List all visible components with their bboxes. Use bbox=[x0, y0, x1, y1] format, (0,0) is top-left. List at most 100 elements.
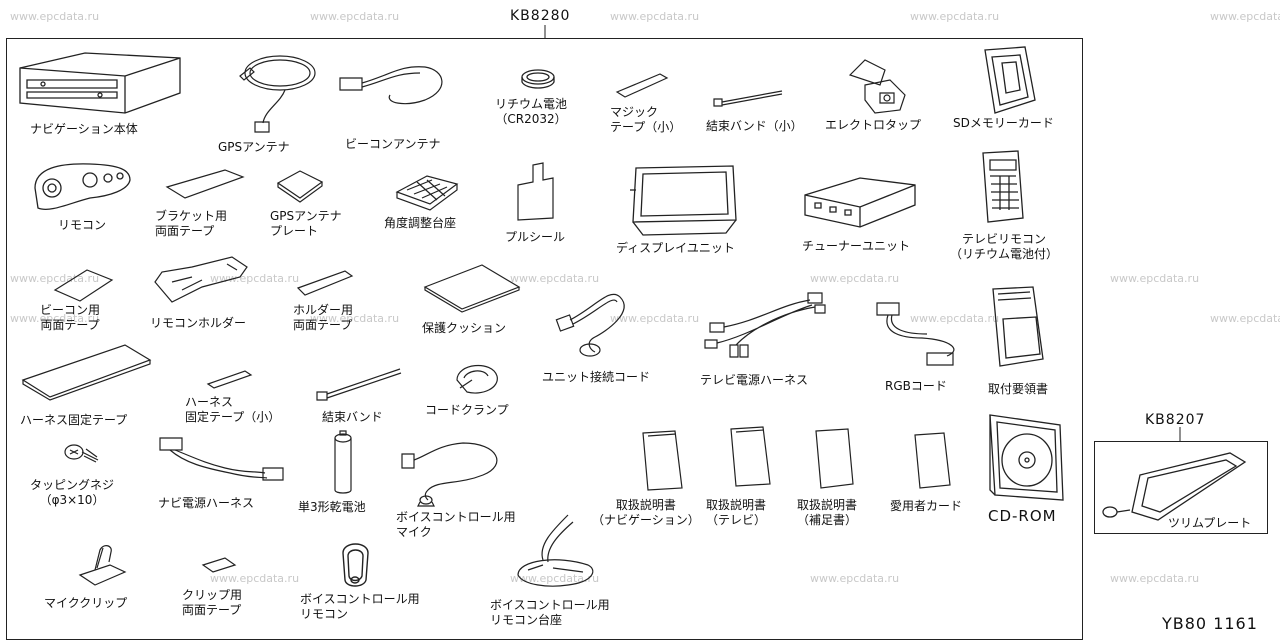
watermark: www.epcdata.ru bbox=[310, 10, 400, 23]
watermark: www.epcdata.ru bbox=[510, 272, 600, 285]
label-voice-remote: ボイスコントロール用リモコン bbox=[300, 592, 420, 621]
label-tv-harness: テレビ電源ハーネス bbox=[700, 373, 809, 387]
kit-label-main: KB8280 bbox=[510, 8, 571, 24]
voice-remote-base-illustration bbox=[508, 510, 603, 590]
label-cable-tie-small: 結束バンド（小） bbox=[706, 119, 803, 133]
label-voice-remote-base: ボイスコントロール用リモコン台座 bbox=[490, 598, 610, 627]
watermark: www.epcdata.ru bbox=[1210, 312, 1280, 325]
watermark: www.epcdata.ru bbox=[1210, 10, 1280, 23]
beacon-tape-illustration bbox=[52, 265, 117, 305]
label-trim-plate: ツリムプレート bbox=[1168, 516, 1252, 530]
watermark: www.epcdata.ru bbox=[810, 572, 900, 585]
remote-illustration bbox=[30, 158, 135, 216]
watermark: www.epcdata.ru bbox=[610, 10, 700, 23]
cable-tie-illustration bbox=[315, 364, 405, 404]
label-tuner-unit: チューナーユニット bbox=[802, 239, 911, 253]
label-display-unit: ディスプレイユニット bbox=[616, 241, 735, 255]
label-harness-tape-small: ハーネス固定テープ（小） bbox=[185, 395, 281, 424]
angle-base-illustration bbox=[392, 172, 462, 212]
label-cable-tie: 結束バンド bbox=[322, 410, 383, 424]
label-user-card: 愛用者カード bbox=[890, 499, 963, 513]
cd-rom-illustration bbox=[985, 410, 1070, 505]
label-magic-tape: マジックテープ（小） bbox=[610, 105, 682, 134]
manual-tv-illustration bbox=[728, 424, 773, 489]
watermark: www.epcdata.ru bbox=[910, 10, 1000, 23]
watermark: www.epcdata.ru bbox=[10, 312, 100, 325]
label-pull-seal: プルシール bbox=[505, 230, 566, 244]
label-unit-cord: ユニット接続コード bbox=[542, 370, 651, 384]
gps-antenna-illustration bbox=[225, 48, 320, 140]
label-manual-tv: 取扱説明書（テレビ） bbox=[706, 498, 767, 527]
label-tapping-screw: タッピングネジ（φ3×10） bbox=[30, 478, 115, 507]
watermark: www.epcdata.ru bbox=[10, 10, 100, 23]
label-aa-battery: 単3形乾電池 bbox=[298, 500, 366, 514]
harness-tape-small-illustration bbox=[205, 368, 255, 393]
pull-seal-illustration bbox=[515, 160, 557, 222]
label-install-manual: 取付要領書 bbox=[988, 382, 1049, 396]
reference-code: YB80 1161 bbox=[1162, 614, 1258, 633]
cord-clamp-illustration bbox=[452, 358, 502, 398]
label-nav-unit: ナビゲーション本体 bbox=[30, 122, 138, 136]
label-holder-tape: ホルダー用両面テープ bbox=[293, 303, 354, 332]
label-voice-mic: ボイスコントロール用マイク bbox=[396, 510, 516, 539]
label-remote: リモコン bbox=[58, 218, 107, 232]
watermark: www.epcdata.ru bbox=[610, 312, 700, 325]
label-battery: リチウム電池（CR2032） bbox=[495, 97, 568, 126]
electro-tap-illustration bbox=[845, 55, 910, 117]
voice-remote-illustration bbox=[338, 538, 373, 590]
beacon-antenna-illustration bbox=[335, 55, 455, 110]
remote-holder-illustration bbox=[152, 252, 252, 307]
tv-remote-illustration bbox=[978, 148, 1028, 226]
watermark: www.epcdata.ru bbox=[1110, 272, 1200, 285]
watermark: www.epcdata.ru bbox=[810, 272, 900, 285]
trim-plate-illustration bbox=[1100, 450, 1250, 525]
label-clip-tape: クリップ用両面テープ bbox=[182, 588, 243, 617]
label-electro-tap: エレクトロタップ bbox=[825, 118, 922, 132]
magic-tape-illustration bbox=[615, 70, 670, 100]
watermark: www.epcdata.ru bbox=[210, 272, 300, 285]
kit-frame-sub bbox=[1094, 441, 1268, 534]
label-gps-antenna: GPSアンテナ bbox=[218, 140, 290, 154]
sd-card-illustration bbox=[980, 45, 1040, 117]
mic-clip-illustration bbox=[75, 540, 130, 590]
bracket-tape-illustration bbox=[165, 165, 245, 203]
voice-mic-illustration bbox=[398, 440, 508, 508]
label-gps-plate: GPSアンテナプレート bbox=[270, 209, 342, 238]
label-tv-remote: テレビリモコン（リチウム電池付） bbox=[950, 232, 1059, 261]
label-nav-harness: ナビ電源ハーネス bbox=[158, 496, 255, 510]
label-angle-base: 角度調整台座 bbox=[384, 216, 457, 230]
label-sd-card: SDメモリーカード bbox=[953, 116, 1054, 130]
rgb-cord-illustration bbox=[872, 298, 967, 373]
unit-cord-illustration bbox=[555, 282, 635, 362]
label-cord-clamp: コードクランプ bbox=[425, 403, 509, 417]
aa-battery-illustration bbox=[332, 430, 354, 495]
label-manual-nav: 取扱説明書（ナビゲーション） bbox=[592, 498, 700, 527]
label-mic-clip: マイククリップ bbox=[44, 596, 128, 610]
label-cd-rom: CD-ROM bbox=[988, 507, 1057, 525]
label-manual-supp: 取扱説明書（補足書） bbox=[797, 498, 858, 527]
label-beacon-tape: ビーコン用両面テープ bbox=[40, 303, 101, 332]
watermark: www.epcdata.ru bbox=[310, 312, 400, 325]
watermark: www.epcdata.ru bbox=[510, 572, 600, 585]
cable-tie-small-illustration bbox=[712, 85, 787, 110]
tapping-screw-illustration bbox=[62, 440, 102, 470]
nav-harness-illustration bbox=[155, 433, 290, 488]
tv-harness-illustration bbox=[700, 285, 835, 360]
holder-tape-illustration bbox=[295, 268, 355, 300]
label-bracket-tape: ブラケット用両面テープ bbox=[155, 209, 228, 238]
manual-nav-illustration bbox=[640, 428, 685, 493]
label-rgb-cord: RGBコード bbox=[885, 379, 947, 393]
cushion-illustration bbox=[422, 262, 522, 312]
user-card-illustration bbox=[912, 430, 957, 490]
tuner-unit-illustration bbox=[800, 175, 920, 230]
watermark: www.epcdata.ru bbox=[10, 272, 100, 285]
clip-tape-illustration bbox=[200, 555, 238, 575]
gps-plate-illustration bbox=[275, 168, 325, 206]
label-remote-holder: リモコンホルダー bbox=[150, 316, 247, 330]
label-harness-tape: ハーネス固定テープ bbox=[20, 413, 128, 427]
watermark: www.epcdata.ru bbox=[910, 312, 1000, 325]
label-cushion: 保護クッション bbox=[422, 321, 507, 335]
label-beacon-antenna: ビーコンアンテナ bbox=[345, 137, 441, 151]
harness-tape-illustration bbox=[20, 342, 155, 402]
